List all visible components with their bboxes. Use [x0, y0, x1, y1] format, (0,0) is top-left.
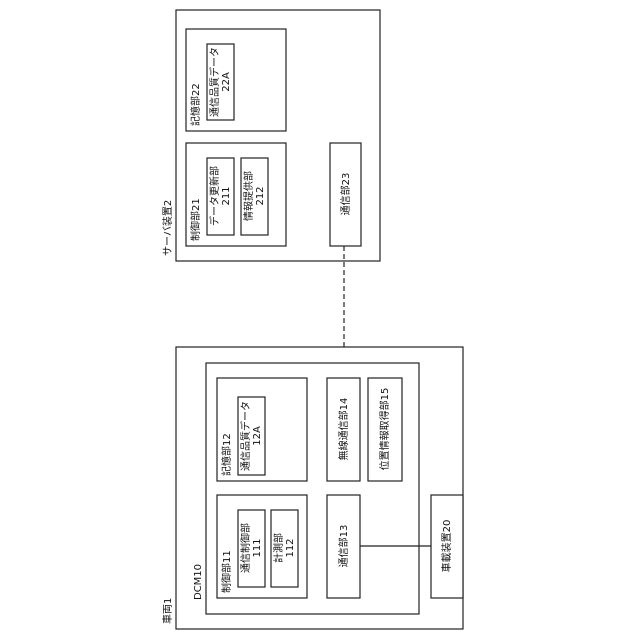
- info-provider-code: 212: [255, 186, 266, 205]
- comm-control-code: 111: [252, 538, 263, 557]
- position-unit-label: 位置情報取得部15: [378, 388, 391, 471]
- vehicle-quality-data-name: 通信品質データ: [239, 401, 252, 471]
- vehicle-control-label: 制御部11: [220, 550, 233, 593]
- vehicle-label: 車両1: [161, 598, 174, 624]
- server-device-label: サーバ装置2: [161, 200, 174, 256]
- data-update-name: データ更新部: [208, 166, 221, 226]
- info-provider-name: 情報提供部: [242, 171, 255, 221]
- server-comm-label: 通信部23: [339, 173, 352, 216]
- vehicle-quality-data-code: 12A: [252, 426, 263, 446]
- data-update-code: 211: [221, 186, 232, 205]
- vehicle-comm-label: 通信部13: [337, 525, 350, 568]
- server-storage-label: 記憶部22: [189, 83, 202, 126]
- server-control-label: 制御部21: [189, 198, 202, 241]
- server-quality-data-code: 22A: [221, 72, 232, 92]
- vehicle-storage-label: 記憶部12: [220, 433, 233, 476]
- comm-control-name: 通信制御部: [239, 523, 252, 573]
- server-quality-data-name: 通信品質データ: [208, 47, 221, 117]
- measurement-name: 計測部: [272, 533, 285, 563]
- onboard-device-label: 車載装置20: [440, 520, 453, 573]
- dcm-label: DCM10: [193, 564, 204, 600]
- wireless-comm-label: 無線通信部14: [337, 398, 350, 461]
- measurement-code: 112: [285, 538, 296, 557]
